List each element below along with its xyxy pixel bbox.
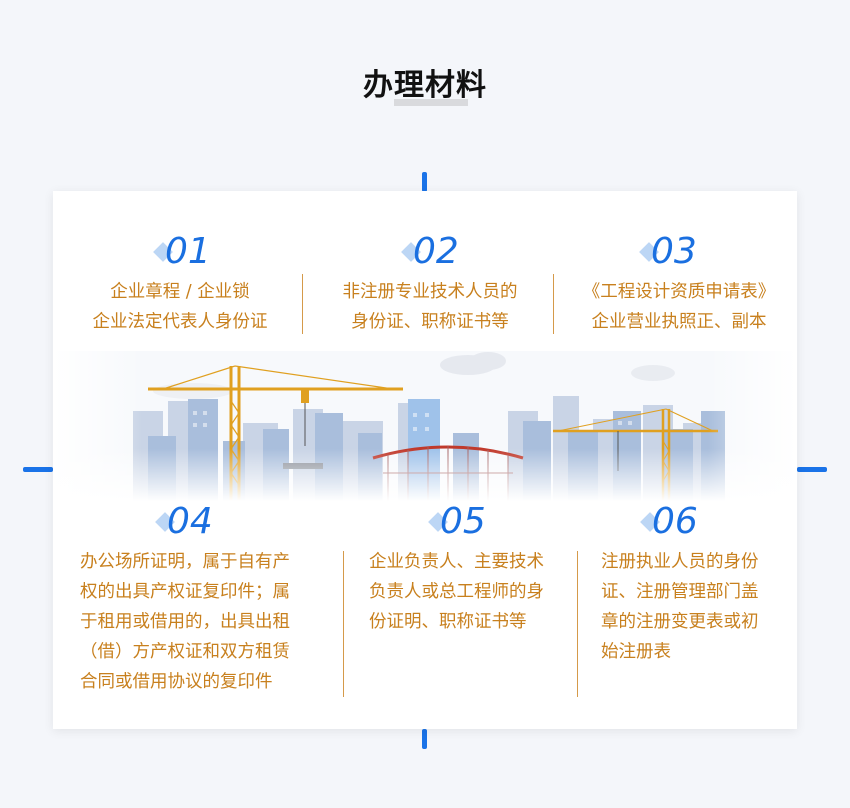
item-02-text: 非注册专业技术人员的 身份证、职称证书等 bbox=[342, 282, 518, 332]
item-04-text: 办公场所证明，属于自有产 权的出具产权证复印件；属 于租用或借用的，出具出租 （… bbox=[80, 552, 290, 692]
divider-3 bbox=[343, 551, 344, 697]
item-01-number: 01 bbox=[165, 231, 211, 272]
item-06-number: 06 bbox=[652, 501, 698, 542]
top-connector bbox=[422, 172, 427, 192]
construction-cityscape-illustration bbox=[53, 351, 797, 501]
right-connector bbox=[797, 467, 827, 472]
divider-1 bbox=[302, 274, 303, 334]
item-03-text: 《工程设计资质申请表》 企业营业执照正、副本 bbox=[582, 282, 776, 332]
item-02-number: 02 bbox=[413, 231, 459, 272]
item-06-text: 注册执业人员的身份 证、注册管理部门盖 章的注册变更表或初 始注册表 bbox=[601, 552, 759, 662]
left-connector bbox=[23, 467, 53, 472]
item-03-number: 03 bbox=[651, 231, 697, 272]
bottom-connector bbox=[422, 729, 427, 749]
item-05-number: 05 bbox=[440, 501, 486, 542]
page-title: 办理材料 bbox=[363, 68, 487, 103]
item-01-text: 企业章程 / 企业锁 企业法定代表人身份证 bbox=[92, 282, 268, 332]
materials-card: 01 企业章程 / 企业锁 企业法定代表人身份证 02 非注册专业技术人员的 身… bbox=[53, 191, 797, 729]
divider-2 bbox=[553, 274, 554, 334]
title-underline bbox=[394, 99, 468, 106]
item-04-number: 04 bbox=[167, 501, 213, 542]
item-05-text: 企业负责人、主要技术 负责人或总工程师的身 份证明、职称证书等 bbox=[369, 552, 544, 632]
divider-4 bbox=[577, 551, 578, 697]
